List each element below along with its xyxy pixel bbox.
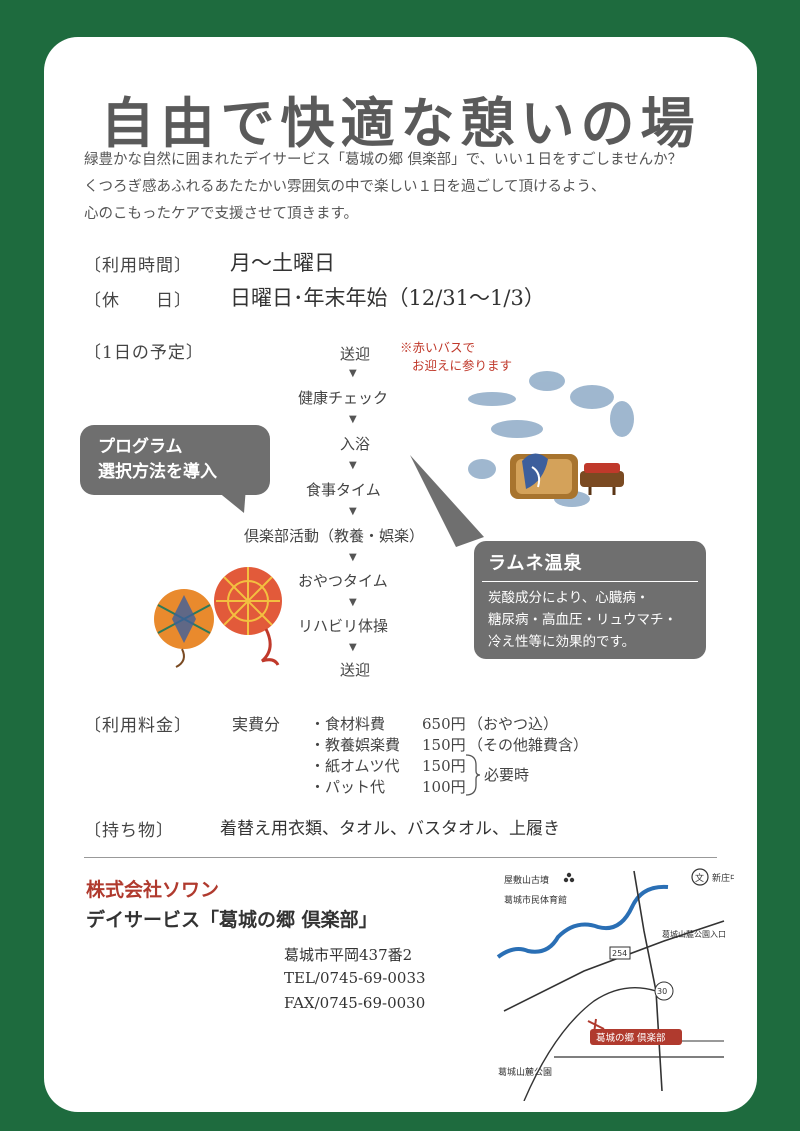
fee-item-name: ・紙オムツ代: [310, 757, 400, 775]
bus-note: ※赤いバスで お迎えに参ります: [400, 339, 512, 375]
school-mark: 文: [695, 872, 704, 884]
map-label-tomb: 屋敷山古墳: [504, 874, 549, 886]
onsen-callout-pointer: [410, 455, 484, 547]
schedule-step: リハビリ体操: [298, 617, 389, 635]
fee-bracket: [465, 754, 480, 796]
fees-basis: 実費分: [232, 715, 281, 734]
schedule-step: 食事タイム: [306, 481, 381, 499]
onsen-illustration: [468, 371, 634, 507]
down-arrow-icon: ▼: [349, 414, 357, 425]
bus-note-line: ※赤いバスで: [400, 340, 476, 355]
down-arrow-icon: ▼: [349, 642, 357, 653]
down-arrow-icon: ▼: [349, 368, 357, 379]
program-callout: プログラム 選択方法を導入: [80, 425, 270, 495]
fee-item-name: ・食材料費: [310, 715, 386, 733]
hours-label: 〔利用時間〕: [84, 256, 192, 276]
fees-label: 〔利用料金〕: [84, 716, 192, 736]
intro-line: くつろぎ感あふれるあたたかい雰囲気の中で楽しい１日を過ごして頂けるよう、: [84, 179, 606, 195]
fee-item-price: 150円: [422, 757, 466, 775]
onsen-body-line: 炭酸成分により、心臓病・: [488, 590, 650, 606]
map-label-park-entrance: 葛城山麓公園入口: [662, 929, 726, 939]
fee-item-note: （おやつ込）: [468, 715, 559, 733]
schedule-step: おやつタイム: [298, 572, 388, 590]
schedule-step: 送迎: [340, 345, 371, 363]
company-name: 株式会社ソワン: [86, 879, 220, 901]
fee-item-note: （その他雑費含）: [468, 736, 589, 754]
schedule-step: 送迎: [340, 661, 371, 679]
onsen-body: 炭酸成分により、心臓病・ 糖尿病・高血圧・リュウマチ・ 冷え性等に効果的です。: [488, 587, 677, 653]
onsen-body-line: 冷え性等に効果的です。: [488, 634, 636, 650]
holiday-value: 日曜日･年末年始（12/31～1/3）: [230, 286, 545, 310]
onsen-callout: ラムネ温泉 炭酸成分により、心臓病・ 糖尿病・高血圧・リュウマチ・ 冷え性等に効…: [474, 541, 706, 659]
schedule-step: 倶楽部活動（教養・娯楽）: [244, 527, 425, 545]
footer-divider: [84, 857, 717, 858]
onsen-divider: [482, 581, 698, 582]
fax: FAX/0745-69-0030: [284, 994, 426, 1012]
hours-value: 月～土曜日: [230, 251, 335, 275]
fee-item-price: 150円: [422, 736, 466, 754]
schedule-label: 〔1日の予定〕: [84, 343, 204, 363]
intro-line: 心のこもったケアで支援させて頂きます。: [84, 206, 359, 222]
fee-item-price: 100円: [422, 778, 466, 796]
flyer-card: 自由で快適な憩いの場 緑豊かな自然に囲まれたデイサービス「葛城の郷 倶楽部」で、…: [44, 37, 757, 1112]
callout-pointer: [212, 487, 246, 513]
onsen-title: ラムネ温泉: [488, 553, 583, 574]
page-title: 自由で快適な憩いの場: [100, 91, 701, 155]
route-30-label: 30: [657, 987, 667, 996]
down-arrow-icon: ▼: [349, 506, 357, 517]
map-label-park: 葛城山麓公園: [498, 1066, 552, 1078]
route-254-label: 254: [612, 949, 627, 958]
tel: TEL/0745-69-0033: [284, 969, 426, 987]
service-name: デイサービス「葛城の郷 倶楽部」: [86, 909, 378, 931]
belongings-value: 着替え用衣類、タオル、バスタオル、上履き: [220, 819, 560, 839]
fees-group-note: 必要時: [484, 766, 530, 784]
address: 葛城市平岡437番2: [284, 946, 413, 964]
schedule-step: 健康チェック: [298, 389, 389, 407]
belongings-label: 〔持ち物〕: [84, 821, 174, 841]
map-label-shinjo: 新庄中: [712, 872, 734, 884]
program-callout-line: 選択方法を導入: [98, 462, 217, 482]
map-label-destination: 葛城の郷 倶楽部: [596, 1032, 666, 1044]
program-callout-text: プログラム 選択方法を導入: [98, 435, 217, 485]
down-arrow-icon: ▼: [349, 460, 357, 471]
temari-balls-illustration: [154, 567, 282, 668]
intro-text: 緑豊かな自然に囲まれたデイサービス「葛城の郷 倶楽部」で、いい１日をすごしません…: [84, 147, 682, 228]
map-label-gym: 葛城市民体育館: [504, 894, 567, 906]
down-arrow-icon: ▼: [349, 597, 357, 608]
holiday-label: 〔休 日〕: [84, 291, 192, 311]
schedule-step: 入浴: [340, 435, 371, 453]
fee-item-name: ・教養娯楽費: [310, 736, 401, 754]
fee-item-name: ・パット代: [310, 778, 386, 796]
access-map: 文 30 254 屋敷山古墳 新庄中 葛城市民体育館 葛城山麓公園入口 葛城の郷…: [496, 868, 734, 1101]
fee-item-price: 650円: [422, 715, 466, 733]
intro-line: 緑豊かな自然に囲まれたデイサービス「葛城の郷 倶楽部」で、いい１日をすごしません…: [84, 152, 683, 168]
onsen-body-line: 糖尿病・高血圧・リュウマチ・: [488, 612, 677, 628]
bus-note-line: お迎えに参ります: [412, 358, 513, 373]
program-callout-line: プログラム: [98, 437, 183, 457]
down-arrow-icon: ▼: [349, 552, 357, 563]
